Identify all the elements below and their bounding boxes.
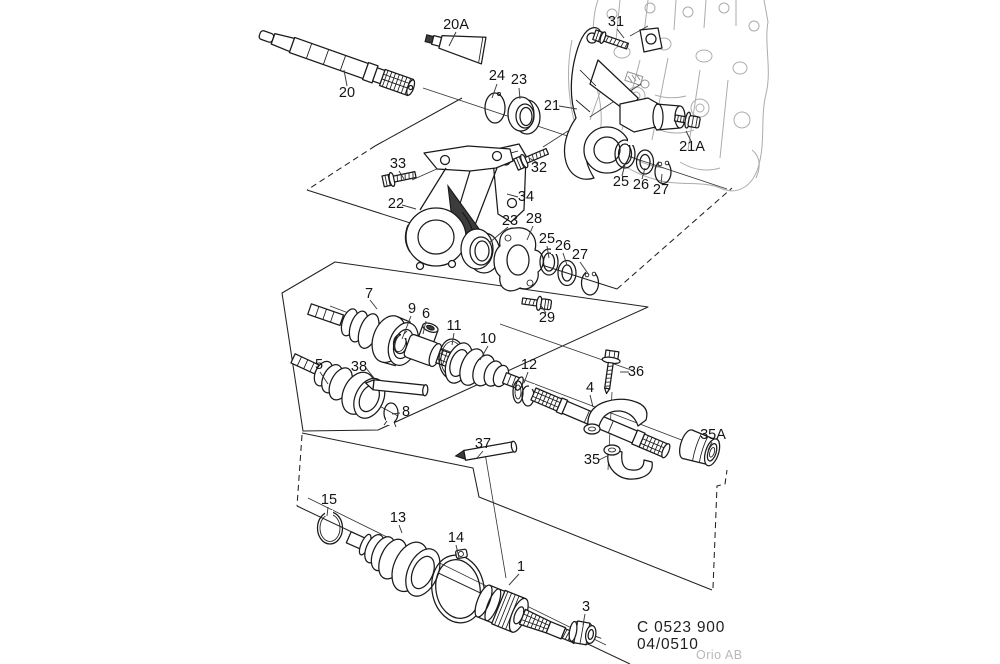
bolt-21a [673,111,701,129]
callout-7: 7 [365,286,373,302]
cv-boot-13 [345,531,441,597]
callout-26: 26 [633,177,649,193]
bolt-31 [592,29,630,50]
callout-27: 27 [572,247,588,263]
callout-14: 14 [448,530,464,546]
washer-25-lower [539,248,559,276]
lock-ring-15 [316,510,344,545]
clamp-35-upper [583,398,648,435]
callout-23: 23 [511,72,527,88]
bushing-35a [679,429,721,467]
callout-32: 32 [531,160,547,176]
callout-10: 10 [480,331,496,347]
pin-37 [454,440,518,461]
footer: C 0523 900 04/0510 Orio AB [637,619,743,662]
callout-36: 36 [628,364,644,380]
callout-1: 1 [517,559,525,575]
callout-4: 4 [586,380,594,396]
snap-ring-27-lower [580,269,600,296]
callout-38: 38 [351,359,367,375]
callout-37: 37 [475,436,491,452]
callout-8: 8 [402,404,410,420]
callout-21A: 21A [679,139,705,155]
footer-watermark: Orio AB [696,648,743,662]
cv-joint-1 [474,584,579,644]
drive-shaft-20 [258,30,416,97]
lock-ring-24 [484,91,506,124]
callout-25: 25 [613,174,629,190]
callout-34: 34 [518,189,534,205]
callout-12: 12 [521,357,537,373]
callout-21: 21 [544,98,560,114]
flange-28 [493,227,544,292]
callout-22: 22 [388,196,404,212]
bolt-36 [601,349,621,395]
nut-3 [568,620,602,646]
callout-5: 5 [315,357,323,373]
callout-11: 11 [446,318,461,334]
callout-26: 26 [555,238,571,254]
bearing-23-upper [507,96,541,135]
clamp-35-lower [603,444,653,480]
snap-ring-27-upper [654,158,672,185]
cv-boot-10 [444,342,524,391]
engine-block-sketch [568,0,769,192]
callout-24: 24 [489,68,505,84]
callout-23: 23 [502,213,518,229]
footer-part-code: C 0523 900 [637,619,725,636]
callout-13: 13 [390,510,406,526]
callout-28: 28 [526,211,542,227]
callout-9: 9 [408,301,416,317]
callout-3: 3 [582,599,590,615]
callout-6: 6 [422,306,430,322]
callout-15: 15 [321,492,337,508]
inner-shaft-4 [530,387,671,459]
callout-33: 33 [390,156,406,172]
callout-20A: 20A [443,17,469,33]
pin-38 [365,379,429,397]
bolt-33 [381,170,417,188]
callout-20: 20 [339,85,355,101]
callout-29: 29 [539,310,555,326]
callout-25: 25 [539,231,555,247]
callout-35: 35 [584,452,600,468]
footer-revision: 04/0510 [637,636,699,653]
leader-lines [319,28,713,626]
callout-31: 31 [608,14,624,30]
callout-35A: 35A [700,427,726,443]
bracket-21 [563,27,686,180]
bolt-29 [521,295,553,311]
callout-27: 27 [653,182,669,198]
